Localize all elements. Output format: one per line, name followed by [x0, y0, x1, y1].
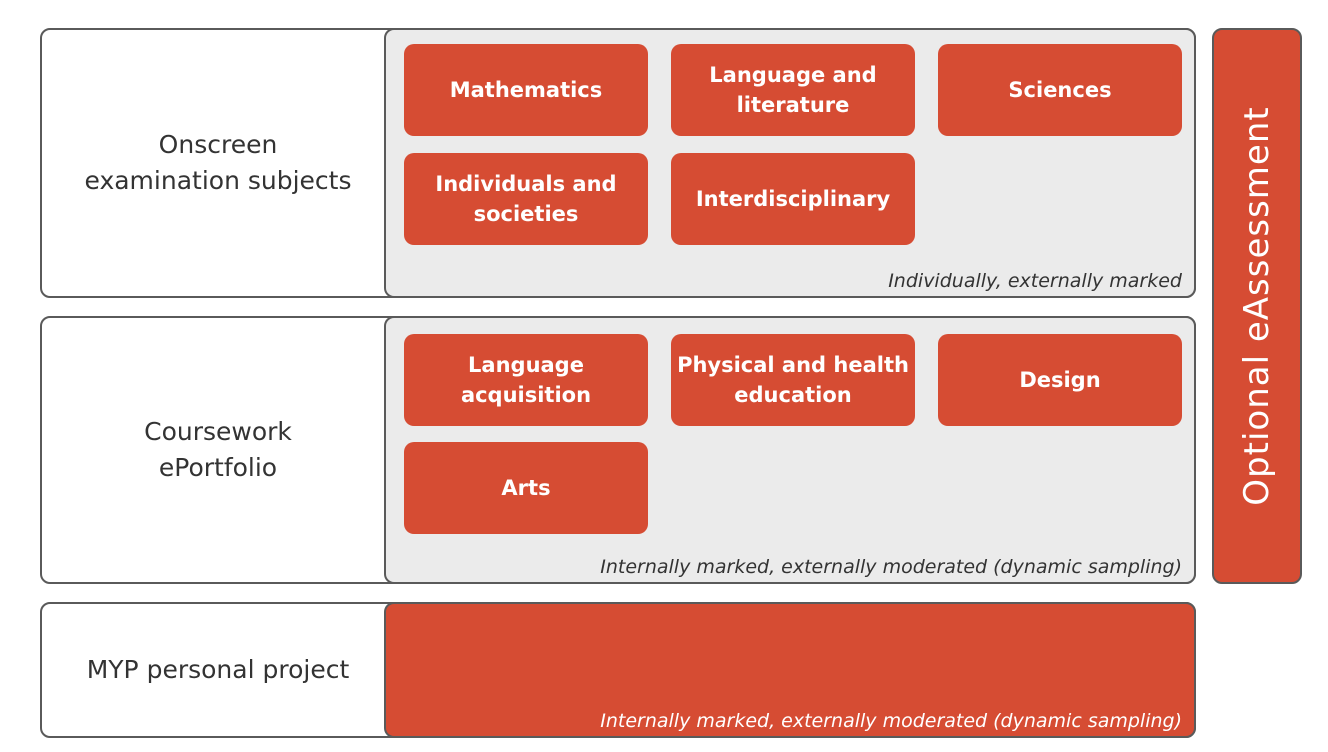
optional-eassessment-label: Optional eAssessment — [1237, 106, 1277, 506]
subject-language-acquisition: Language acquisition — [404, 334, 648, 426]
row-label-onscreen-examination: Onscreen examination subjects — [84, 130, 352, 195]
coursework-marking-note: Internally marked, externally moderated … — [600, 556, 1182, 578]
subject-sciences: Sciences — [938, 44, 1182, 136]
row-label-coursework-eportfolio: Coursework ePortfolio — [144, 417, 292, 482]
coursework-subjects-panel: Language acquisition Physical and health… — [384, 316, 1196, 584]
subject-interdisciplinary: Interdisciplinary — [671, 153, 915, 245]
subject-language-and-literature: Language and literature — [671, 44, 915, 136]
coursework-eportfolio-row: Coursework ePortfolio Language acquisiti… — [40, 316, 1196, 584]
subject-mathematics: Mathematics — [404, 44, 648, 136]
personal-project-marking-note: Internally marked, externally moderated … — [600, 710, 1182, 732]
subject-individuals-and-societies: Individuals and societies — [404, 153, 648, 245]
subject-design: Design — [938, 334, 1182, 426]
onscreen-subjects-panel: Mathematics Language and literature Scie… — [384, 28, 1196, 298]
personal-project-panel: Internally marked, externally moderated … — [384, 602, 1196, 738]
subject-physical-and-health-education: Physical and health education — [671, 334, 915, 426]
row-label-personal-project: MYP personal project — [86, 655, 350, 684]
onscreen-marking-note: Individually, externally marked — [888, 270, 1182, 292]
optional-eassessment-bar: Optional eAssessment — [1212, 28, 1302, 584]
personal-project-row: MYP personal project Internally marked, … — [40, 602, 1196, 738]
subject-arts: Arts — [404, 442, 648, 534]
onscreen-examination-row: Onscreen examination subjects Mathematic… — [40, 28, 1196, 298]
